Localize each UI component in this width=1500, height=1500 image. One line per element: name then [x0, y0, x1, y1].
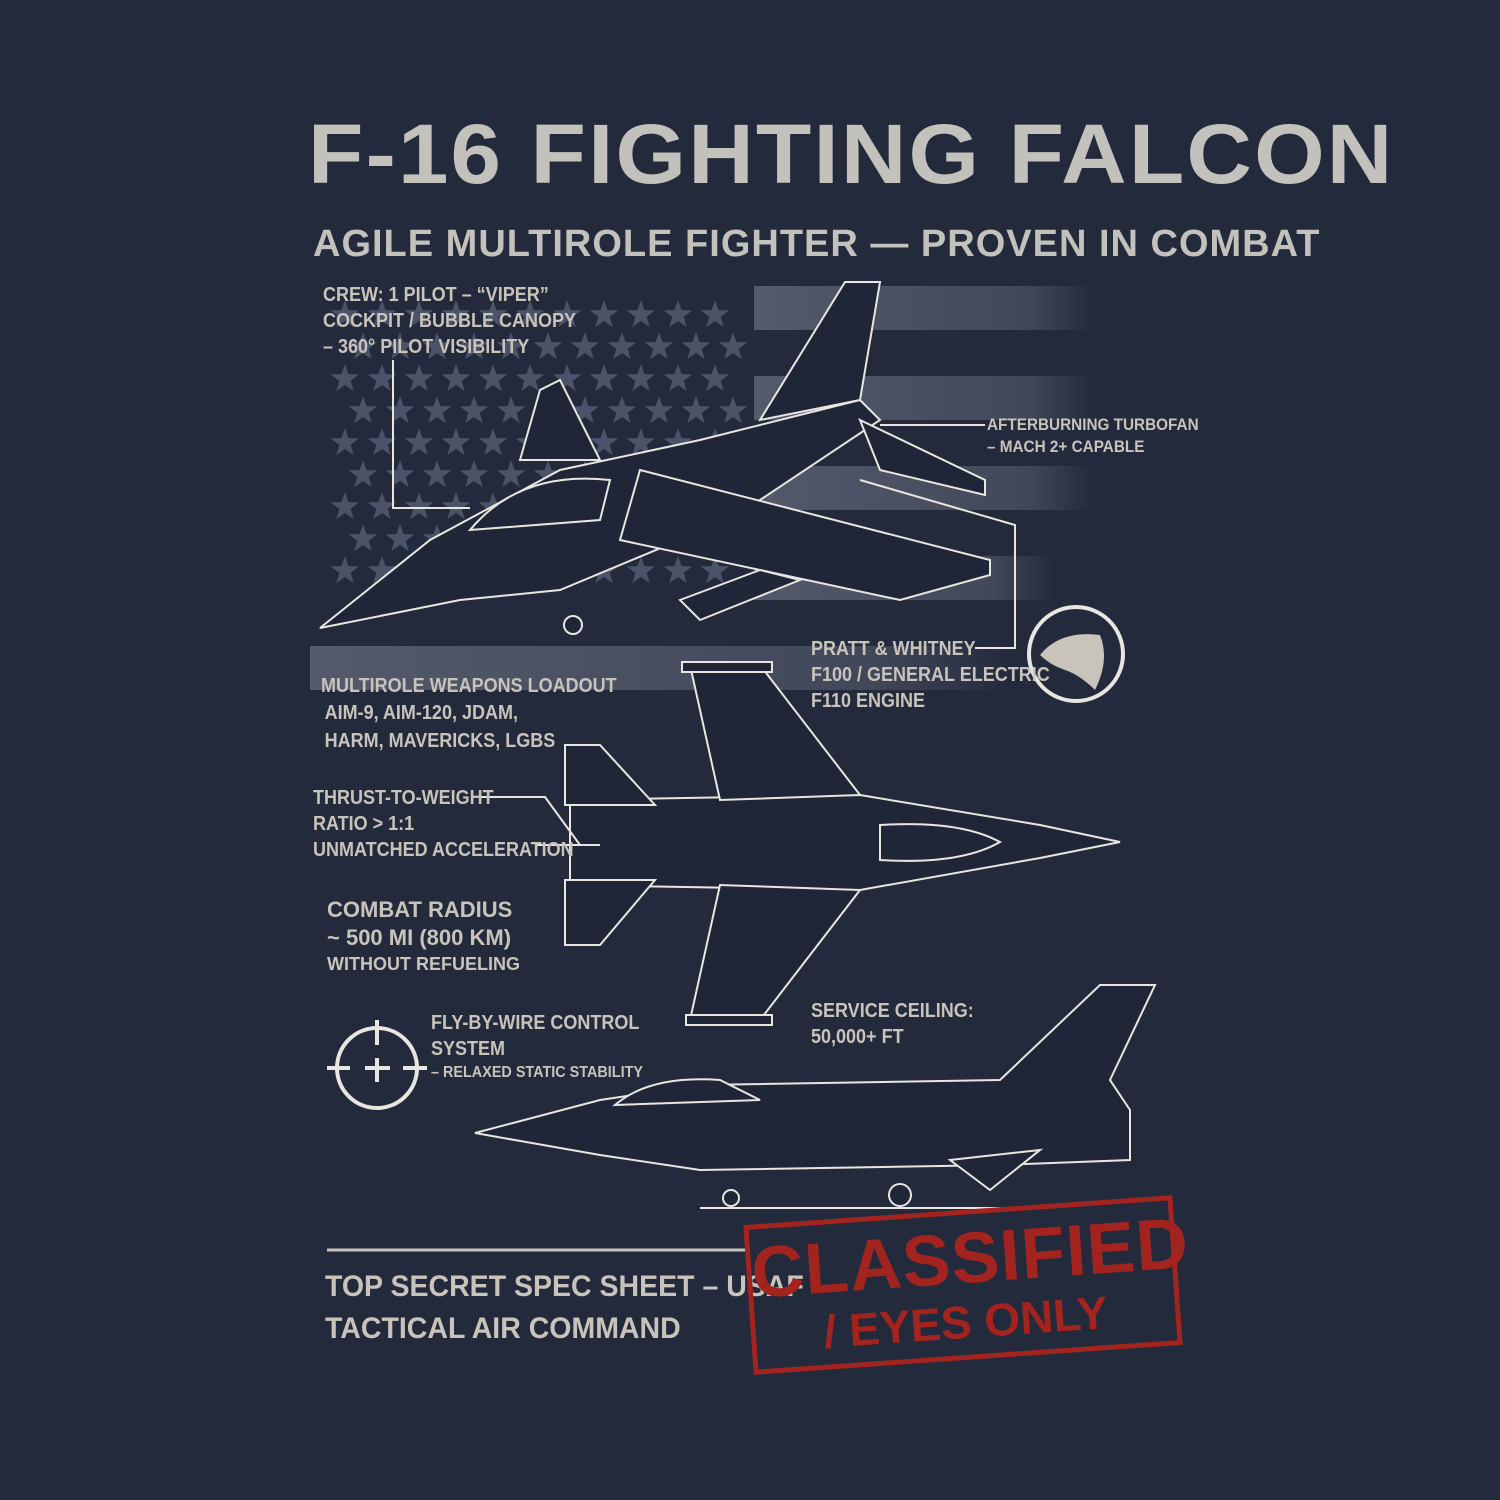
- jet-perspective-view: [319, 281, 991, 635]
- flag-star: [441, 428, 471, 456]
- flag-star: [348, 524, 378, 552]
- flag-star: [478, 300, 508, 328]
- flag-star: [496, 460, 526, 488]
- flag-star: [607, 396, 637, 424]
- crosshair-icon: [327, 1020, 427, 1110]
- flag-star: [589, 428, 619, 456]
- flag-star: [404, 428, 434, 456]
- flag-star: [330, 556, 360, 584]
- jet-top-view: [564, 661, 1121, 1026]
- flag-star: [496, 332, 526, 360]
- flag-star: [533, 332, 563, 360]
- flag-star: [644, 396, 674, 424]
- flag-star: [441, 492, 471, 520]
- flag-star: [700, 364, 730, 392]
- flag-star: [515, 364, 545, 392]
- flag-star: [348, 396, 378, 424]
- callout-radius: COMBAT RADIUS ~ 500 MI (800 KM) WITHOUT …: [327, 897, 520, 974]
- flag-star: [330, 492, 360, 520]
- flag-star: [404, 300, 434, 328]
- flag-star: [607, 332, 637, 360]
- flag-star: [663, 300, 693, 328]
- flag-star: [533, 460, 563, 488]
- flag-star: [478, 428, 508, 456]
- flag-star: [626, 364, 656, 392]
- flag-star: [348, 332, 378, 360]
- flag-star: [589, 300, 619, 328]
- flag-star: [644, 332, 674, 360]
- flag-star: [570, 396, 600, 424]
- flag-star: [626, 300, 656, 328]
- jet-side-view: [474, 984, 1157, 1209]
- american-flag-icon: [310, 286, 1094, 690]
- poster-title: F-16 FIGHTING FALCON: [308, 107, 1395, 201]
- flag-star: [700, 300, 730, 328]
- flag-star: [367, 492, 397, 520]
- callout-engine-type: AFTERBURNING TURBOFAN– MACH 2+ CAPABLE: [987, 415, 1199, 456]
- flag-star: [459, 460, 489, 488]
- flag-star: [385, 332, 415, 360]
- flag-star: [422, 460, 452, 488]
- classified-stamp: CLASSIFIED / EYES ONLY: [743, 1195, 1191, 1375]
- flag-star: [496, 396, 526, 424]
- callout-crew: CREW: 1 PILOT – “VIPER”COCKPIT / BUBBLE …: [323, 284, 577, 358]
- flag-star: [367, 364, 397, 392]
- flag-star: [663, 364, 693, 392]
- flag-star: [367, 556, 397, 584]
- flag-star: [570, 332, 600, 360]
- flag-star: [681, 332, 711, 360]
- flag-star: [552, 364, 582, 392]
- flag-star: [367, 428, 397, 456]
- flag-star: [681, 396, 711, 424]
- flag-star: [718, 332, 748, 360]
- eagle-emblem-icon: [1027, 605, 1125, 703]
- flag-star: [459, 396, 489, 424]
- flag-star: [385, 396, 415, 424]
- flag-star: [385, 460, 415, 488]
- flag-star: [441, 300, 471, 328]
- poster-subtitle: AGILE MULTIROLE FIGHTER — PROVEN IN COMB…: [313, 223, 1321, 265]
- flag-star: [718, 396, 748, 424]
- flag-star: [515, 300, 545, 328]
- flag-star: [367, 300, 397, 328]
- flag-star: [589, 364, 619, 392]
- flag-star: [385, 524, 415, 552]
- flag-star: [330, 428, 360, 456]
- flag-star: [459, 332, 489, 360]
- flag-star: [478, 364, 508, 392]
- callout-ceiling: SERVICE CEILING:50,000+ FT: [811, 1000, 974, 1048]
- flag-star: [422, 332, 452, 360]
- flag-star: [663, 428, 693, 456]
- flag-star: [441, 364, 471, 392]
- flag-star: [700, 556, 730, 584]
- flag-star: [552, 300, 582, 328]
- flag-star: [348, 460, 378, 488]
- leader-lines: [392, 360, 1016, 846]
- flag-star: [330, 300, 360, 328]
- flag-star: [404, 364, 434, 392]
- flag-star: [422, 396, 452, 424]
- flag-star: [626, 428, 656, 456]
- flag-star: [663, 556, 693, 584]
- flag-star: [626, 556, 656, 584]
- flag-star: [404, 492, 434, 520]
- flag-star: [330, 364, 360, 392]
